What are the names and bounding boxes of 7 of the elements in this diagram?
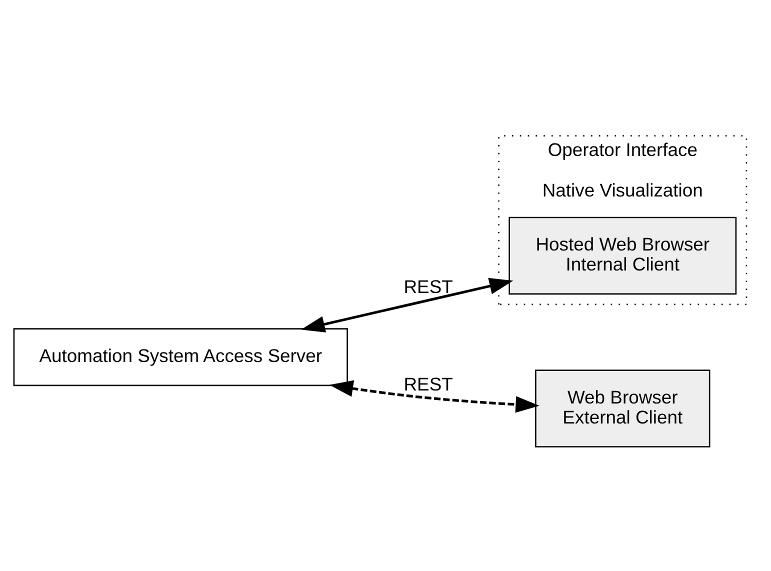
node-box: Hosted Web Browser Internal Client (508, 216, 737, 294)
node-box: Web Browser External Client (535, 369, 710, 447)
arrow (329, 380, 540, 412)
node-box: Automation System Access Server (13, 328, 348, 386)
edge-label: REST (404, 275, 453, 296)
edge-label: REST (404, 372, 453, 394)
arrow (301, 277, 514, 332)
